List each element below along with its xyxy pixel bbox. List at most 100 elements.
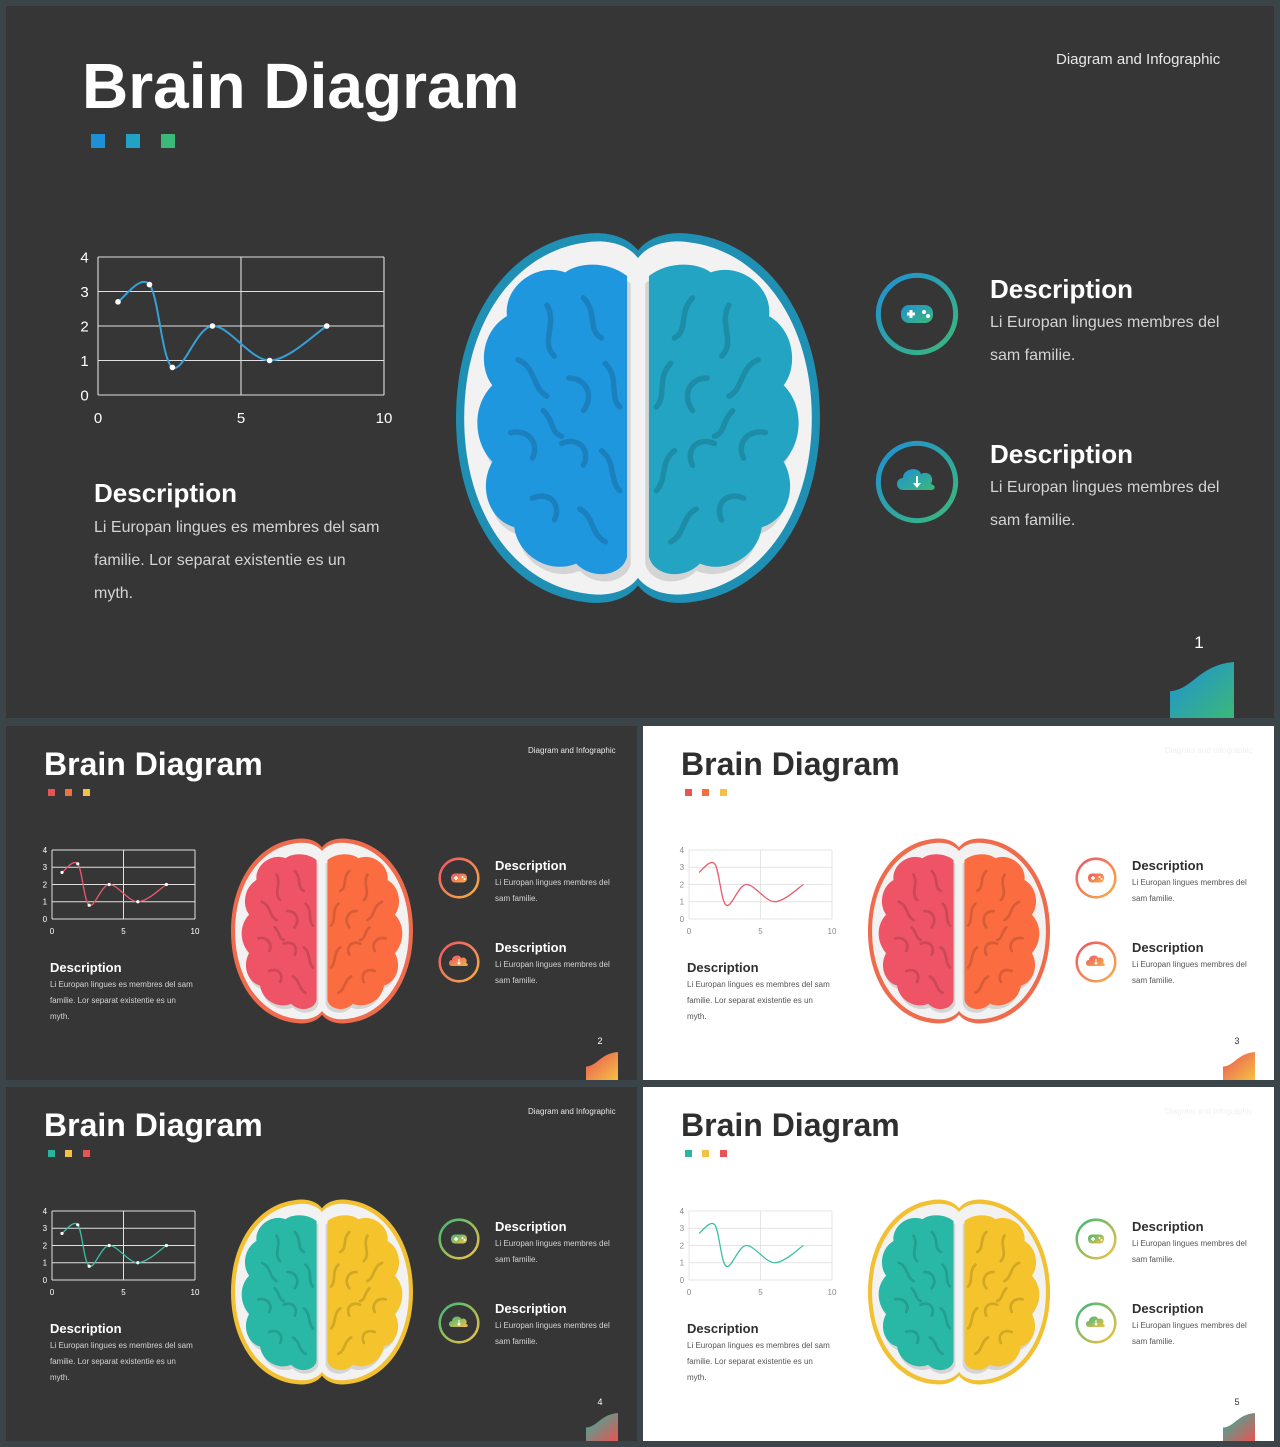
brain-illustration <box>868 1199 1050 1385</box>
brain-fold <box>1009 1297 1025 1314</box>
brain-fold <box>910 925 923 942</box>
icon-ring <box>1075 857 1117 899</box>
cloud-download-icon <box>875 440 959 524</box>
description-heading: Description <box>1132 1219 1204 1234</box>
icon-badge-gamepad[interactable] <box>438 1218 480 1260</box>
icon-badge-cloud[interactable] <box>438 941 480 983</box>
brain-fold <box>337 1336 353 1356</box>
data-point <box>136 1261 140 1265</box>
brain-fold <box>653 448 678 494</box>
icon-badge-cloud[interactable] <box>1075 941 1117 983</box>
brain-folds <box>893 1230 1025 1356</box>
page-number: 3 <box>1234 1036 1240 1046</box>
icon-badge-gamepad[interactable] <box>438 857 480 899</box>
icon-ring <box>1075 941 1117 983</box>
y-tick-label: 0 <box>680 915 685 924</box>
brain-fold <box>338 1230 351 1254</box>
y-tick-label: 0 <box>80 387 88 404</box>
icon-badge-cloud[interactable] <box>875 440 959 524</box>
gamepad-dpad-v <box>455 1237 457 1241</box>
description-text: Li Europan lingues membres del sam famil… <box>495 1321 610 1346</box>
brain-fold <box>329 1307 342 1330</box>
data-point <box>87 903 91 907</box>
slide-title: Brain Diagram <box>44 746 263 782</box>
x-tick-label: 10 <box>191 927 200 936</box>
gamepad-button <box>1100 878 1103 880</box>
gamepad-icon <box>1075 1218 1117 1260</box>
description-text: Li Europan lingues es membres del sam fa… <box>50 980 193 1021</box>
brain-fold <box>598 448 623 494</box>
cloud-download-icon <box>438 1302 480 1344</box>
description-heading: Description <box>1132 940 1204 955</box>
gamepad-glyph <box>1088 873 1104 883</box>
brain-fold <box>975 1230 988 1254</box>
accent-square-3 <box>83 789 90 796</box>
icon-badge-gamepad[interactable] <box>875 272 959 356</box>
gamepad-button <box>463 1239 466 1241</box>
accent-square-1 <box>685 1150 692 1157</box>
data-point <box>60 1231 64 1236</box>
gamepad-glyph <box>451 1234 467 1244</box>
icon-badge-gamepad[interactable] <box>1075 1218 1117 1260</box>
brain-fold <box>939 1307 952 1330</box>
y-tick-label: 4 <box>680 846 685 855</box>
brain-fold <box>893 1297 909 1314</box>
brain-fold <box>304 1263 315 1288</box>
slide-title: Brain Diagram <box>681 746 900 782</box>
gamepad-button <box>922 310 926 314</box>
download-arrow <box>913 476 921 488</box>
brain-fold <box>372 936 388 953</box>
gamepad-icon <box>875 272 959 356</box>
brain-fold <box>329 946 342 969</box>
description-text: Li Europan lingues membres del sam famil… <box>990 479 1220 529</box>
data-point <box>107 882 111 887</box>
brain-fold <box>919 1302 935 1318</box>
gamepad-glyph <box>901 305 933 323</box>
brain-fold <box>738 429 769 461</box>
brain-fold <box>337 975 353 995</box>
page-number: 1 <box>1194 633 1204 652</box>
brain-fold <box>291 975 307 995</box>
brain-fold <box>912 873 919 902</box>
brain-left-hemisphere <box>241 854 317 1010</box>
gamepad-icon <box>1075 857 1117 899</box>
brain-fold <box>362 873 369 902</box>
brain-fold <box>577 506 608 545</box>
icon-badge-cloud[interactable] <box>1075 1302 1117 1344</box>
cloud-download-icon <box>438 941 480 983</box>
brain-fold <box>912 1234 919 1263</box>
brain-fold <box>893 936 909 953</box>
brain-fold <box>372 1297 388 1314</box>
y-tick-label: 2 <box>80 318 88 335</box>
x-tick-label: 0 <box>50 927 55 936</box>
download-arrow <box>1094 1320 1098 1326</box>
data-point <box>164 1243 168 1248</box>
brain-fold <box>995 925 1008 942</box>
brain-fold <box>930 869 943 893</box>
brain-fold <box>286 909 299 929</box>
icon-badge-gamepad[interactable] <box>1075 857 1117 899</box>
brain-fold <box>286 1270 299 1290</box>
data-point <box>76 862 80 866</box>
brain-fold <box>904 968 920 984</box>
brain-fold <box>897 900 915 922</box>
corner-wave-decoration <box>1223 1413 1255 1441</box>
data-point <box>169 364 176 371</box>
y-tick-label: 2 <box>680 880 685 889</box>
brain-fold <box>273 1286 286 1303</box>
icon-badge-cloud[interactable] <box>438 1302 480 1344</box>
x-tick-label: 0 <box>50 1288 55 1297</box>
accent-square-2 <box>126 134 140 148</box>
brain-fold <box>362 1234 369 1263</box>
data-point <box>115 299 121 305</box>
brain-right-hemisphere <box>327 854 403 1010</box>
gamepad-dpad-v <box>1092 876 1094 880</box>
gamepad-dpad-v <box>455 876 457 880</box>
accent-square-1 <box>685 789 692 796</box>
icon-ring <box>875 272 959 356</box>
brain-fold <box>358 1286 371 1303</box>
slide-title: Brain Diagram <box>82 50 520 122</box>
